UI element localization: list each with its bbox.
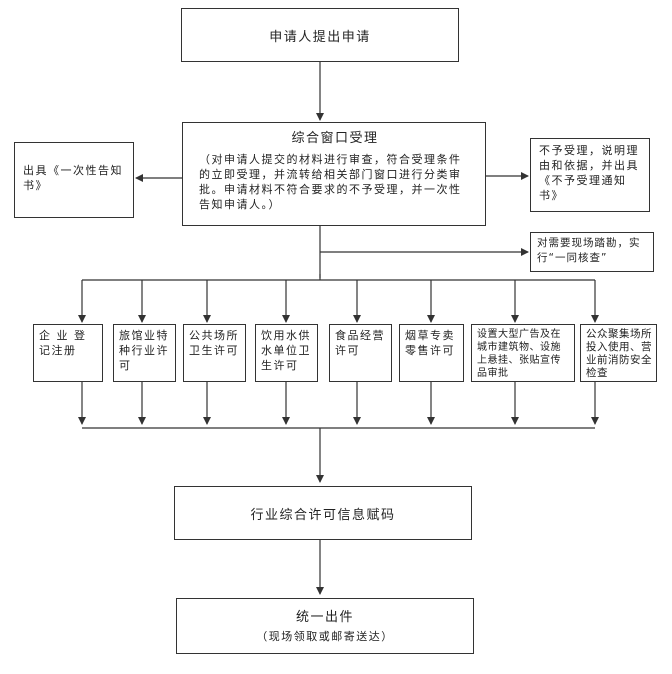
- permit-box-business-registration: 企 业 登 记注册: [33, 324, 103, 382]
- unified-delivery-box: 统一出件 （现场领取或邮寄送达）: [176, 598, 474, 654]
- permit-label: 烟草专卖零售许可: [405, 329, 455, 357]
- permit-box-fire-safety-inspection: 公众聚集场所投入使用、营业前消防安全检查: [580, 324, 657, 382]
- permit-box-food-business: 食品经营许可: [329, 324, 392, 382]
- permit-box-large-advertising: 设置大型广告及在城市建筑物、设施上悬挂、张贴宣传品审批: [471, 324, 575, 382]
- permit-box-tobacco-retail: 烟草专卖零售许可: [399, 324, 464, 382]
- permit-box-public-place-hygiene: 公共场所卫生许可: [183, 324, 246, 382]
- one-time-notice-label: 出具《一次性告知书》: [23, 164, 123, 192]
- one-time-notice-box: 出具《一次性告知书》: [14, 142, 134, 218]
- permit-box-hotel-special-industry: 旅馆业特种行业许可: [113, 324, 176, 382]
- unified-delivery-subtitle: （现场领取或邮寄送达）: [256, 630, 394, 643]
- applicant-submit-box: 申请人提出申请: [181, 8, 459, 62]
- permit-label: 公共场所卫生许可: [189, 329, 239, 357]
- rejection-label: 不予受理，说明理由和依据，并出具《不予受理通知书》: [539, 144, 639, 202]
- rejection-box: 不予受理，说明理由和依据，并出具《不予受理通知书》: [530, 138, 650, 212]
- permit-label: 饮用水供水单位卫生许可: [261, 329, 311, 372]
- applicant-submit-label: 申请人提出申请: [269, 29, 371, 45]
- permit-label: 设置大型广告及在城市建筑物、设施上悬挂、张贴宣传品审批: [477, 329, 561, 379]
- site-survey-box: 对需要现场踏勘，实行“一同核查”: [530, 232, 654, 272]
- permit-box-drinking-water-hygiene: 饮用水供水单位卫生许可: [255, 324, 318, 382]
- unified-delivery-title: 统一出件: [295, 610, 354, 625]
- permit-label: 公众聚集场所投入使用、营业前消防安全检查: [586, 328, 652, 379]
- license-coding-box: 行业综合许可信息赋码: [174, 486, 472, 540]
- permit-label: 食品经营许可: [335, 329, 385, 357]
- site-survey-label: 对需要现场踏勘，实行“一同核查”: [537, 237, 641, 264]
- comprehensive-window-box: 综合窗口受理 （对申请人提交的材料进行审查，符合受理条件的立即受理，并流转给相关…: [182, 122, 486, 226]
- permit-label: 旅馆业特种行业许可: [119, 329, 169, 372]
- license-coding-label: 行业综合许可信息赋码: [250, 507, 396, 523]
- window-title: 综合窗口受理: [291, 131, 379, 146]
- window-description: （对申请人提交的材料进行审查，符合受理条件的立即受理，并流转给相关部门窗口进行分…: [199, 153, 462, 211]
- permit-label: 企 业 登 记注册: [39, 329, 87, 357]
